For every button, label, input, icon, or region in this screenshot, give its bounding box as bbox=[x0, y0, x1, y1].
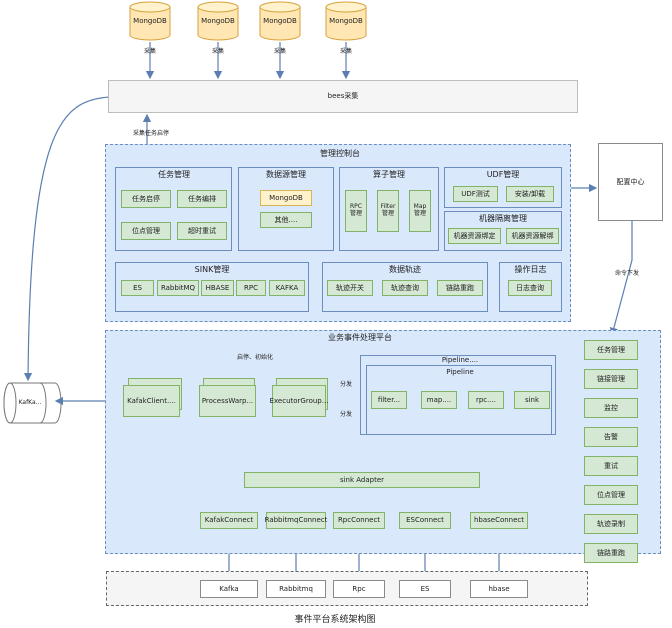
log-query: 日志查询 bbox=[508, 280, 552, 296]
bees-collector: bees采集 bbox=[108, 80, 578, 113]
connector-line bbox=[609, 221, 633, 337]
isolation-bind: 机器资源绑定 bbox=[448, 228, 501, 244]
output-target: Kafka bbox=[200, 580, 258, 598]
business-title: 业务事件处理平台 bbox=[328, 333, 392, 342]
udf-test: UDF测试 bbox=[453, 186, 498, 202]
dispatch-label-2: 分发 bbox=[339, 411, 352, 418]
sink-management-title: SINK管理 bbox=[194, 265, 230, 274]
udf-install: 安装/卸载 bbox=[506, 186, 554, 202]
datasource-group bbox=[238, 167, 334, 251]
pipeline-title: Pipeline bbox=[446, 368, 474, 376]
command-label: 命令下发 bbox=[614, 270, 639, 277]
trace-item: 链路重跑 bbox=[437, 280, 483, 296]
datasource-other: 其他.... bbox=[260, 212, 312, 228]
pipeline-step: rpc.... bbox=[468, 391, 504, 409]
operator-title: 算子管理 bbox=[373, 170, 405, 179]
dispatch-label-1: 分发 bbox=[339, 381, 352, 388]
mongodb-cylinder bbox=[197, 1, 239, 41]
mongodb-label: MongoDB bbox=[201, 17, 235, 25]
sink-item: KAFKA bbox=[269, 280, 305, 296]
pipeline-step: filter... bbox=[371, 391, 407, 409]
platform-right-item: 任务管理 bbox=[584, 340, 638, 360]
isolation-title: 机器隔离管理 bbox=[479, 214, 527, 223]
mongodb-label: MongoDB bbox=[329, 17, 363, 25]
platform-right-item: 链路重跑 bbox=[584, 543, 638, 563]
mongodb-label: MongoDB bbox=[263, 17, 297, 25]
connector-box: RpcConnect bbox=[333, 512, 385, 529]
output-target: Rpc bbox=[333, 580, 385, 598]
sink-item: RabbitMQ bbox=[157, 280, 199, 296]
connector-box: KafakConnect bbox=[200, 512, 258, 529]
connector-box: RabbitmqConnect bbox=[265, 512, 327, 529]
sink-item: RPC bbox=[236, 280, 266, 296]
connector-curve bbox=[23, 96, 111, 382]
process-warp: ProcessWarp... bbox=[199, 385, 256, 417]
log-title: 操作日志 bbox=[514, 265, 547, 274]
output-target: ES bbox=[399, 580, 451, 598]
connector-box: ESConnect bbox=[399, 512, 451, 529]
operator-item: Map 管理 bbox=[409, 190, 431, 232]
platform-right-item: 位点管理 bbox=[584, 485, 638, 505]
task-management-title: 任务管理 bbox=[158, 170, 190, 179]
platform-right-item: 监控 bbox=[584, 398, 638, 418]
datasource-title: 数据源管理 bbox=[266, 170, 306, 179]
datasource-mongodb: MongoDB bbox=[260, 190, 312, 206]
output-target: Rabbitmq bbox=[266, 580, 326, 598]
task-item: 超时重试 bbox=[177, 222, 227, 240]
collect-task-label: 采集任务启停 bbox=[132, 130, 169, 137]
sink-item: ES bbox=[121, 280, 154, 296]
executor-group: ExecutorGroup... bbox=[270, 385, 328, 417]
mongodb-cylinder bbox=[325, 1, 367, 41]
diagram-caption: 事件平台系统架构图 bbox=[294, 615, 376, 625]
task-item: 位点管理 bbox=[121, 222, 171, 240]
collect-label: 采集 bbox=[339, 48, 352, 55]
management-title: 管理控制台 bbox=[320, 149, 360, 158]
sink-item: HBASE bbox=[201, 280, 234, 296]
trace-item: 轨迹查询 bbox=[382, 280, 428, 296]
platform-right-item: 重试 bbox=[584, 456, 638, 476]
sink-adapter: sink Adapter bbox=[244, 472, 480, 488]
kafka-client: KafakClient.... bbox=[123, 385, 180, 417]
platform-right-item: 轨迹录制 bbox=[584, 514, 638, 534]
mongodb-label: MongoDB bbox=[133, 17, 167, 25]
udf-title: UDF管理 bbox=[486, 170, 520, 179]
collect-label: 采集 bbox=[143, 48, 156, 55]
kafka-left-label: KafKa... bbox=[18, 399, 42, 406]
platform-right-item: 告警 bbox=[584, 427, 638, 447]
pipeline-outer-title: Pipeline.... bbox=[441, 356, 479, 364]
connector-box: hbaseConnect bbox=[470, 512, 528, 529]
kafka-cylinder bbox=[3, 382, 62, 424]
collect-label: 采集 bbox=[211, 48, 224, 55]
pipeline-step: map.... bbox=[421, 391, 457, 409]
config-center: 配置中心 bbox=[598, 143, 663, 221]
mongodb-cylinder bbox=[259, 1, 301, 41]
trace-item: 轨迹开关 bbox=[327, 280, 373, 296]
isolation-unbind: 机器资源解绑 bbox=[506, 228, 559, 244]
pipeline-step: sink bbox=[514, 391, 550, 409]
operator-item: RPC 管理 bbox=[345, 190, 367, 232]
task-item: 任务启停 bbox=[121, 190, 171, 208]
mongodb-cylinder bbox=[129, 1, 171, 41]
platform-right-item: 链接管理 bbox=[584, 369, 638, 389]
init-label: 启停、初始化 bbox=[236, 354, 273, 361]
trace-title: 数据轨迹 bbox=[389, 265, 421, 274]
collect-label: 采集 bbox=[273, 48, 286, 55]
operator-item: Filter 管理 bbox=[377, 190, 399, 232]
task-item: 任务编排 bbox=[177, 190, 227, 208]
output-target: hbase bbox=[470, 580, 528, 598]
